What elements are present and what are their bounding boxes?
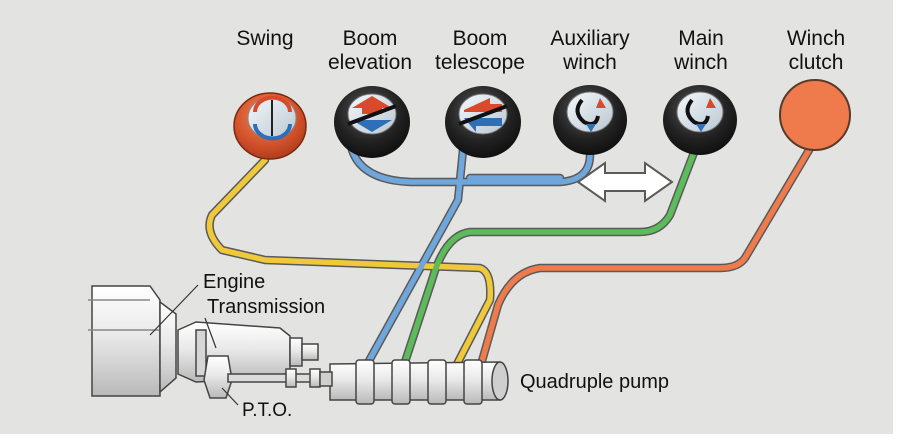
- label-quadruple-pump: Quadruple pump: [520, 371, 669, 393]
- label-swing: Swing: [236, 27, 294, 50]
- transmission-body: [177, 321, 291, 383]
- label-boom-elevation: Boom elevation: [327, 27, 413, 74]
- pto-leader: [221, 387, 239, 406]
- double-arrow-icon: [576, 161, 674, 203]
- pto-body: [203, 355, 233, 399]
- swing-knob: [233, 92, 307, 160]
- main-winch-knob: [663, 85, 737, 155]
- label-transmission: Transmission: [207, 296, 326, 318]
- engine-block: [91, 285, 161, 397]
- boom-telescope-knob: [445, 86, 521, 158]
- transmission-leader: [204, 317, 217, 349]
- engine-leader: [149, 284, 199, 336]
- main-winch-line: [400, 147, 698, 371]
- boom-elevation-knob: [334, 86, 410, 158]
- label-main-winch: Main winch: [674, 27, 728, 74]
- clutch-line: [477, 132, 821, 371]
- label-auxiliary-winch: Auxiliary winch: [550, 27, 630, 74]
- label-pto: P.T.O.: [242, 400, 293, 421]
- label-winch-clutch: Winch clutch: [786, 27, 846, 74]
- telescope-line: [362, 147, 466, 371]
- label-engine: Engine: [203, 271, 266, 293]
- swing-line: [206, 157, 494, 371]
- auxiliary-winch-knob: [553, 85, 627, 155]
- drivetrain: [88, 285, 509, 405]
- winch-clutch-knob: [779, 79, 851, 151]
- elevation-line: [349, 147, 593, 185]
- label-boom-telescope: Boom telescope: [435, 27, 525, 74]
